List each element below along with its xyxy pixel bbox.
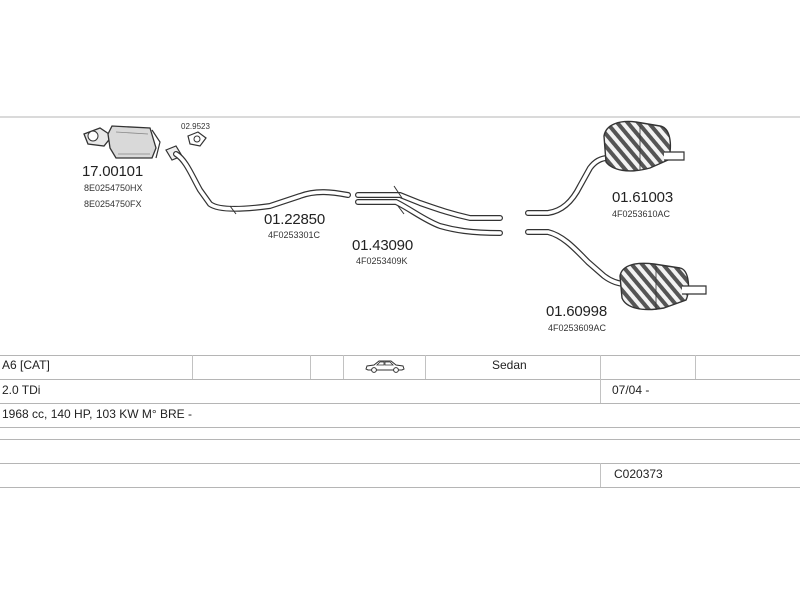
rear-silencer-left-part[interactable]	[525, 229, 707, 311]
table-border	[0, 379, 800, 380]
table-border	[0, 439, 800, 440]
oem-ref-label: 8E0254750HX	[84, 183, 143, 193]
oem-ref-label: 4F0253301C	[268, 230, 321, 240]
vehicle-date: 07/04 -	[612, 383, 650, 397]
catalytic-converter-part[interactable]	[83, 125, 161, 159]
vehicle-model: A6 [CAT]	[2, 358, 50, 372]
table-divider	[425, 355, 426, 379]
part-number-label: 01.61003	[612, 189, 673, 206]
part-number-label: 17.00101	[82, 163, 143, 180]
table-divider	[310, 355, 311, 379]
oem-ref-label: 4F0253610AC	[612, 209, 671, 219]
car-sedan-icon	[365, 360, 405, 373]
table-border	[0, 487, 800, 488]
table-divider	[600, 355, 601, 403]
table-divider	[343, 355, 344, 379]
exhaust-diagram	[0, 116, 800, 311]
vehicle-engine: 2.0 TDi	[2, 383, 41, 397]
table-border	[0, 355, 800, 356]
oem-ref-label: 4F0253609AC	[548, 323, 607, 333]
part-number-label: 01.60998	[546, 303, 607, 320]
table-border	[0, 463, 800, 464]
table-divider	[600, 463, 601, 487]
part-number-label: 02.9523	[181, 122, 210, 131]
part-number-label: 01.22850	[264, 211, 325, 228]
vehicle-spec: 1968 cc, 140 HP, 103 KW M° BRE -	[2, 407, 192, 421]
rear-silencer-right-part[interactable]	[525, 120, 685, 216]
vehicle-body: Sedan	[492, 358, 527, 372]
center-pipe-part[interactable]	[355, 185, 503, 236]
gasket-part[interactable]	[187, 131, 207, 147]
catalog-code: C020373	[614, 467, 663, 481]
table-border	[0, 403, 800, 404]
oem-ref-label: 4F0253409K	[356, 256, 408, 266]
oem-ref-label: 8E0254750FX	[84, 199, 142, 209]
table-divider	[192, 355, 193, 379]
table-divider	[695, 355, 696, 379]
front-pipe-part[interactable]	[165, 145, 351, 215]
part-number-label: 01.43090	[352, 237, 413, 254]
table-border	[0, 427, 800, 428]
